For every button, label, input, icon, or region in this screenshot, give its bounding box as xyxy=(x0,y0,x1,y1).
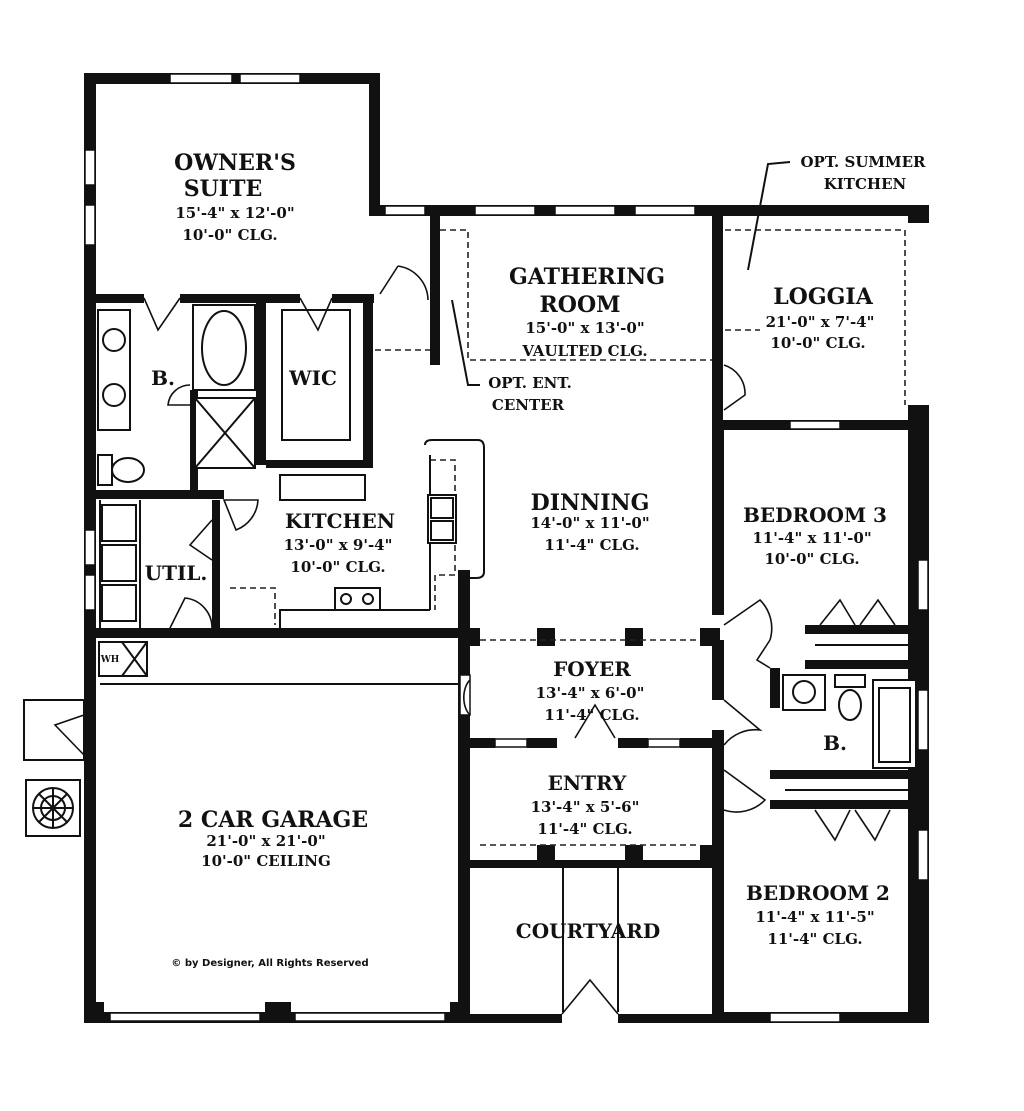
room-name: 2 CAR GARAGE xyxy=(178,807,368,833)
room-size: 11'-4" x 11'-0" xyxy=(752,529,871,547)
windows xyxy=(84,73,929,1023)
room-foyer: FOYER 13'-4" x 6'-0" 11'-4" CLG. xyxy=(536,657,645,724)
util-fixtures xyxy=(101,504,137,622)
room-ceiling: 11'-4" CLG. xyxy=(544,706,639,724)
note-summer-kitchen: OPT. SUMMER KITCHEN xyxy=(800,153,926,193)
room-name-courtyard: COURTYARD xyxy=(516,919,660,943)
sinks xyxy=(97,309,131,431)
room-size: 15'-0" x 13'-0" xyxy=(525,319,644,337)
room-name: BEDROOM 2 xyxy=(746,881,890,905)
room-size: 13'-4" x 5'-6" xyxy=(531,798,640,816)
kitchen-sink xyxy=(427,494,457,544)
room-name: FOYER xyxy=(553,657,631,681)
room-name: KITCHEN xyxy=(285,509,395,533)
bathtub xyxy=(192,304,256,391)
room-name: OWNER'S xyxy=(174,150,296,176)
room-name-hall-bath: B. xyxy=(823,731,847,755)
room-name-util: UTIL. xyxy=(145,561,208,585)
room-name: BEDROOM 3 xyxy=(743,503,887,527)
room-size: 14'-0" x 11'-0" xyxy=(530,514,649,532)
room-ceiling: 11'-4" CLG. xyxy=(544,536,639,554)
room-name-owner-bath: B. xyxy=(151,366,175,390)
room-size: 21'-0" x 7'-4" xyxy=(766,313,875,331)
room-bedroom-3: BEDROOM 3 11'-4" x 11'-0" 10'-0" CLG. xyxy=(743,503,887,568)
range xyxy=(334,587,381,611)
room-ceiling: 10'-0" CLG. xyxy=(290,558,385,576)
hall-bath-fixtures xyxy=(782,674,917,769)
room-size: 13'-0" x 9'-4" xyxy=(284,536,393,554)
room-garage: 2 CAR GARAGE 21'-0" x 21'-0" 10'-0" CEIL… xyxy=(178,807,368,870)
room-ceiling: 11'-4" CLG. xyxy=(767,930,862,948)
room-name: LOGGIA xyxy=(773,284,874,310)
room-name: DINNING xyxy=(531,490,650,516)
room-gathering-room: GATHERING ROOM 15'-0" x 13'-0" VAULTED C… xyxy=(509,264,665,360)
note-text: OPT. ENT. xyxy=(488,374,572,392)
note-text: OPT. SUMMER xyxy=(800,153,926,171)
room-name: GATHERING xyxy=(509,264,665,290)
room-ceiling: 10'-0" CLG. xyxy=(182,226,277,244)
room-loggia: LOGGIA 21'-0" x 7'-4" 10'-0" CLG. xyxy=(766,284,875,352)
linework xyxy=(23,161,915,1012)
room-kitchen: KITCHEN 13'-0" x 9'-4" 10'-0" CLG. xyxy=(284,509,395,576)
doors xyxy=(53,265,896,1015)
room-size: 21'-0" x 21'-0" xyxy=(206,832,325,850)
fixtures xyxy=(25,304,917,837)
room-entry: ENTRY 13'-4" x 5'-6" 11'-4" CLG. xyxy=(531,771,640,838)
room-ceiling: 10'-0" CLG. xyxy=(770,334,865,352)
room-name: SUITE xyxy=(184,176,263,202)
room-name: ENTRY xyxy=(548,771,627,795)
room-ceiling: 11'-4" CLG. xyxy=(537,820,632,838)
note-text: KITCHEN xyxy=(824,175,907,193)
water-heater-label: WH xyxy=(100,655,120,665)
note-text: CENTER xyxy=(492,396,565,414)
water-heater xyxy=(98,641,148,677)
room-size: 13'-4" x 6'-0" xyxy=(536,684,645,702)
room-size: 15'-4" x 12'-0" xyxy=(175,204,294,222)
copyright-notice: © by Designer, All Rights Reserved xyxy=(171,958,368,969)
room-owners-suite: OWNER'S SUITE 15'-4" x 12'-0" 10'-0" CLG… xyxy=(174,150,296,244)
room-bedroom-2: BEDROOM 2 11'-4" x 11'-5" 11'-4" CLG. xyxy=(746,881,890,948)
shower xyxy=(194,397,256,469)
room-name-wic: WIC xyxy=(288,366,337,390)
room-ceiling: 10'-0" CEILING xyxy=(201,852,331,870)
room-ceiling: 10'-0" CLG. xyxy=(764,550,859,568)
room-dinning: DINNING 14'-0" x 11'-0" 11'-4" CLG. xyxy=(530,490,649,554)
room-ceiling: VAULTED CLG. xyxy=(521,342,647,360)
ac-unit xyxy=(25,779,81,837)
note-ent-center: OPT. ENT. CENTER xyxy=(488,374,572,414)
toilet xyxy=(97,454,145,486)
room-name: ROOM xyxy=(540,292,621,318)
room-size: 11'-4" x 11'-5" xyxy=(755,908,874,926)
